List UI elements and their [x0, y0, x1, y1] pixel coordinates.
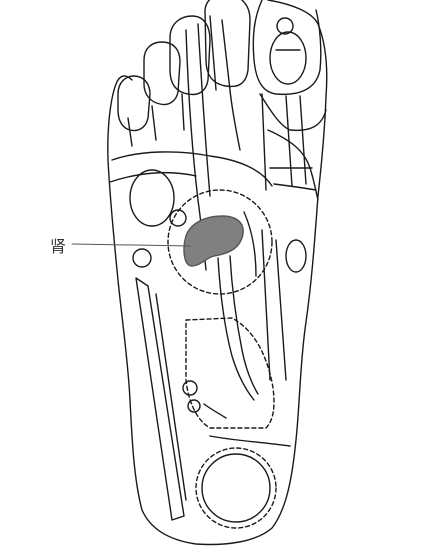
ureter: [229, 255, 259, 395]
small-point-1: [169, 209, 187, 227]
second-toe: [204, 0, 251, 88]
right-point: [285, 239, 307, 273]
big-toe-inner: [269, 31, 307, 85]
heel-circle: [201, 453, 271, 523]
left-strip: [135, 277, 185, 521]
tendon-3: [209, 15, 217, 91]
big-toe-point: [276, 17, 294, 35]
fourth-toe: [143, 41, 181, 106]
label-leader-line: [71, 243, 191, 247]
big-toe: [252, 0, 322, 96]
bladder-zone: [185, 317, 275, 429]
dashed-zone: [167, 189, 273, 295]
foot-outline: [107, 0, 328, 546]
spleen-area: [129, 169, 175, 227]
kidney-label: 肾: [50, 237, 67, 256]
heel-dashed: [195, 447, 277, 529]
small-point-2: [132, 248, 152, 268]
kidney-shape: [183, 215, 244, 267]
little-toe: [117, 75, 151, 132]
tendon-4: [221, 19, 241, 151]
third-toe: [169, 15, 211, 96]
ball-region: [111, 151, 273, 187]
tendon-2: [197, 23, 211, 197]
